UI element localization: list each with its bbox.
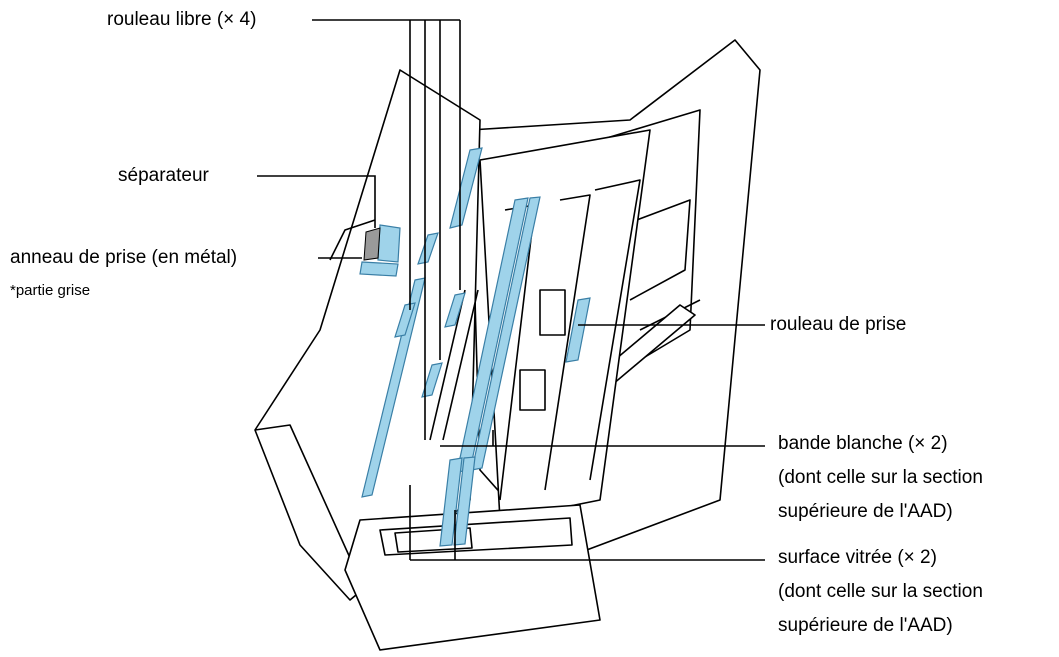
free-roller-5 — [394, 302, 416, 338]
glass-strip-upper-2 — [471, 196, 541, 471]
leader-bande — [440, 430, 765, 447]
label-surface-1: surface vitrée (× 2) — [778, 547, 937, 568]
pick-roller — [565, 297, 591, 363]
label-bande-2: (dont celle sur la section — [778, 467, 983, 488]
pick-ring-metal — [363, 227, 381, 261]
label-bande-3: supérieure de l'AAD) — [778, 501, 953, 522]
label-anneau-note: *partie grise — [10, 282, 91, 299]
glass-strip-lower — [439, 457, 463, 547]
label-rouleau-libre: rouleau libre (× 4) — [107, 9, 257, 30]
label-surface-2: (dont celle sur la section — [778, 581, 983, 602]
label-rouleau-prise: rouleau de prise — [770, 314, 907, 335]
label-bande-1: bande blanche (× 2) — [778, 433, 948, 454]
front-tray — [344, 504, 601, 651]
label-anneau: anneau de prise (en métal) — [10, 247, 238, 268]
callout-lines — [257, 19, 765, 561]
leader-rouleau-libre — [312, 19, 461, 440]
scanner-body — [254, 69, 481, 601]
free-roller-1 — [449, 147, 483, 229]
label-separateur: séparateur — [118, 165, 209, 186]
separator-pad — [377, 224, 401, 263]
highlight-parts — [359, 147, 591, 547]
glass-strip-lower-2 — [453, 456, 476, 546]
label-surface-3: supérieure de l'AAD) — [778, 615, 953, 636]
pick-ring — [359, 261, 399, 277]
free-roller-3 — [444, 292, 466, 328]
white-strip-lower — [361, 277, 426, 498]
leader-surface — [409, 485, 765, 561]
free-roller-2 — [417, 232, 439, 265]
leader-separateur — [257, 175, 376, 228]
